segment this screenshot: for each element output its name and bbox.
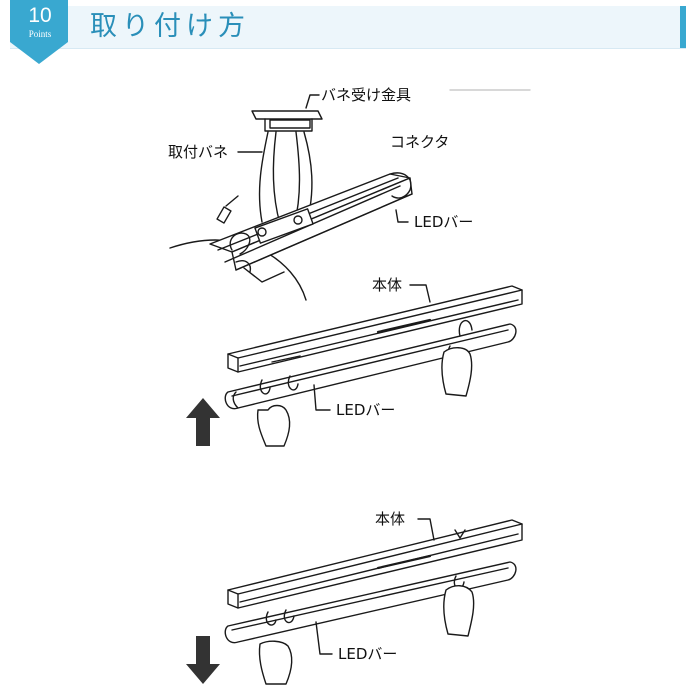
- led-bar-label-down: LEDバー: [338, 645, 398, 663]
- arrow-up-icon: [186, 398, 220, 446]
- step-number: 10: [28, 4, 52, 27]
- hand-icon: [256, 404, 291, 447]
- spring-label: 取付バネ: [168, 143, 229, 161]
- spring-bracket-label: バネ受け金具: [321, 86, 412, 104]
- led-bar-label-up: LEDバー: [336, 401, 396, 419]
- led-bar-label-top: LEDバー: [414, 213, 474, 231]
- section-header: 10 Points 取り付け方: [0, 0, 700, 64]
- body-label-down: 本体: [375, 510, 406, 528]
- page-title: 取り付け方: [90, 11, 250, 42]
- detach-illustration: [224, 518, 523, 685]
- attach-illustration: [224, 284, 523, 447]
- step-badge-icon: 10 Points: [6, 0, 72, 66]
- arrow-down-icon: [186, 636, 220, 684]
- header-bar: [10, 6, 686, 49]
- header-accent-edge: [680, 6, 686, 48]
- body-label-up: 本体: [372, 276, 403, 294]
- step-sub-label: Points: [28, 29, 52, 39]
- fixture-closeup-illustration: [169, 89, 531, 301]
- connector-label: コネクタ: [390, 133, 450, 151]
